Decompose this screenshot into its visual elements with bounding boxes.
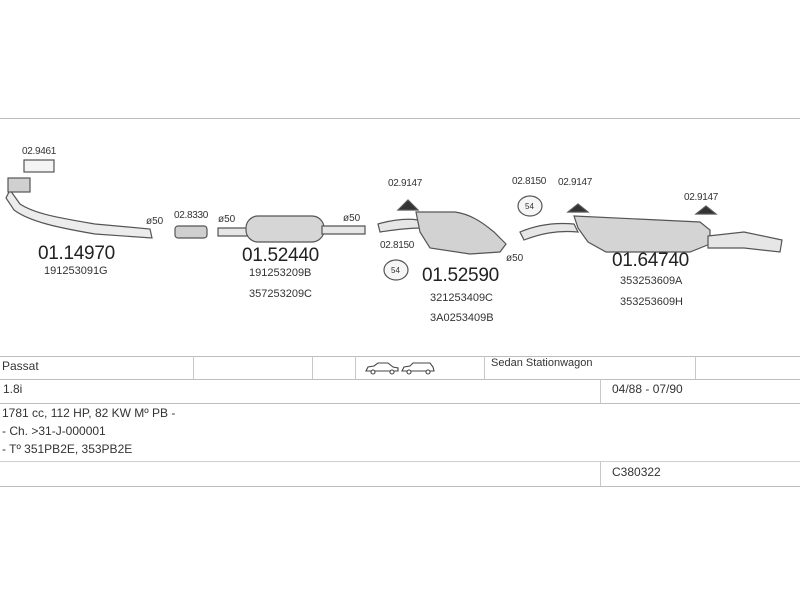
hanger-d-icon bbox=[566, 203, 590, 213]
col-divider-3 bbox=[355, 356, 356, 379]
middle-box-shape bbox=[245, 215, 325, 243]
hanger-b-icon bbox=[383, 259, 409, 281]
body-types-cell: Sedan Stationwagon bbox=[491, 357, 593, 369]
car-icons bbox=[365, 362, 435, 375]
top-rule bbox=[0, 118, 800, 119]
engine-cell: 1.8i bbox=[3, 382, 23, 396]
hanger-c-icon bbox=[517, 195, 543, 217]
hanger-e-icon bbox=[694, 205, 718, 215]
table-rule-bottom bbox=[0, 486, 800, 487]
sedan-car-icon bbox=[365, 362, 399, 372]
gasket-top-label: 02.9461 bbox=[22, 146, 57, 157]
hanger-a-icon bbox=[396, 199, 420, 211]
col-divider-2 bbox=[312, 356, 313, 379]
rear-box-shape bbox=[573, 215, 711, 253]
centre-box-oem-1: 321253409C bbox=[430, 292, 494, 304]
table-rule-3 bbox=[0, 461, 800, 462]
centre-box-oem-2: 3A0253409B bbox=[430, 312, 494, 324]
col-divider-years bbox=[600, 379, 601, 403]
front-pipe-shape bbox=[5, 188, 153, 239]
rear-inlet-pipe bbox=[519, 222, 580, 241]
middle-box-oem-1: 191253209B bbox=[249, 267, 312, 279]
table-rule-2 bbox=[0, 403, 800, 404]
front-pipe-oem-1: 191253091G bbox=[44, 265, 108, 277]
clamp-label: 02.8330 bbox=[174, 210, 209, 221]
centre-box-number: 01.52590 bbox=[422, 265, 499, 286]
exhaust-diagram: 54 54 bbox=[5, 159, 783, 281]
col-divider-4 bbox=[484, 356, 485, 379]
spec-cell: 1781 cc, 112 HP, 82 KW Mº PB - bbox=[2, 406, 176, 420]
table-rule-top bbox=[0, 356, 800, 357]
front-pipe-diameter: ø50 bbox=[146, 216, 164, 227]
rear-box-number: 01.64740 bbox=[612, 250, 689, 271]
centre-box-shape bbox=[415, 211, 507, 255]
table-rule-1 bbox=[0, 379, 800, 380]
middle-pipe-out bbox=[321, 225, 366, 235]
gasket-icon bbox=[23, 159, 55, 173]
middle-diameter-right: ø50 bbox=[343, 213, 361, 224]
centre-inlet bbox=[377, 218, 421, 233]
type-cell: - Tº 351PB2E, 353PB2E bbox=[2, 442, 133, 456]
hanger-d-label: 02.9147 bbox=[558, 177, 593, 188]
front-flange bbox=[7, 177, 31, 193]
stationwagon-car-icon bbox=[401, 362, 435, 372]
hanger-a-label: 02.9147 bbox=[388, 178, 423, 189]
rear-box-oem-1: 353253609A bbox=[620, 275, 683, 287]
hanger-b-mark: 54 bbox=[391, 266, 400, 275]
col-divider-5 bbox=[695, 356, 696, 379]
col-divider-1 bbox=[193, 356, 194, 379]
hanger-c-mark: 54 bbox=[525, 202, 534, 211]
middle-box-oem-2: 357253209C bbox=[249, 288, 313, 300]
hanger-c-label: 02.8150 bbox=[512, 176, 547, 187]
rear-tailpipe bbox=[707, 231, 783, 253]
clamp-icon bbox=[174, 225, 208, 239]
rear-box-oem-2: 353253609H bbox=[620, 296, 684, 308]
front-pipe-number: 01.14970 bbox=[38, 243, 115, 264]
centre-box-diameter: ø50 bbox=[506, 253, 524, 264]
chassis-cell: - Ch. >31-J-000001 bbox=[2, 424, 106, 438]
years-cell: 04/88 - 07/90 bbox=[612, 382, 683, 396]
middle-pipe bbox=[217, 227, 249, 237]
hanger-b-label: 02.8150 bbox=[380, 240, 415, 251]
hanger-e-label: 02.9147 bbox=[684, 192, 719, 203]
code-cell: C380322 bbox=[612, 465, 661, 479]
middle-box-number: 01.52440 bbox=[242, 245, 319, 266]
model-cell: Passat bbox=[2, 359, 39, 373]
col-divider-code bbox=[600, 461, 601, 486]
middle-diameter-left: ø50 bbox=[218, 214, 236, 225]
